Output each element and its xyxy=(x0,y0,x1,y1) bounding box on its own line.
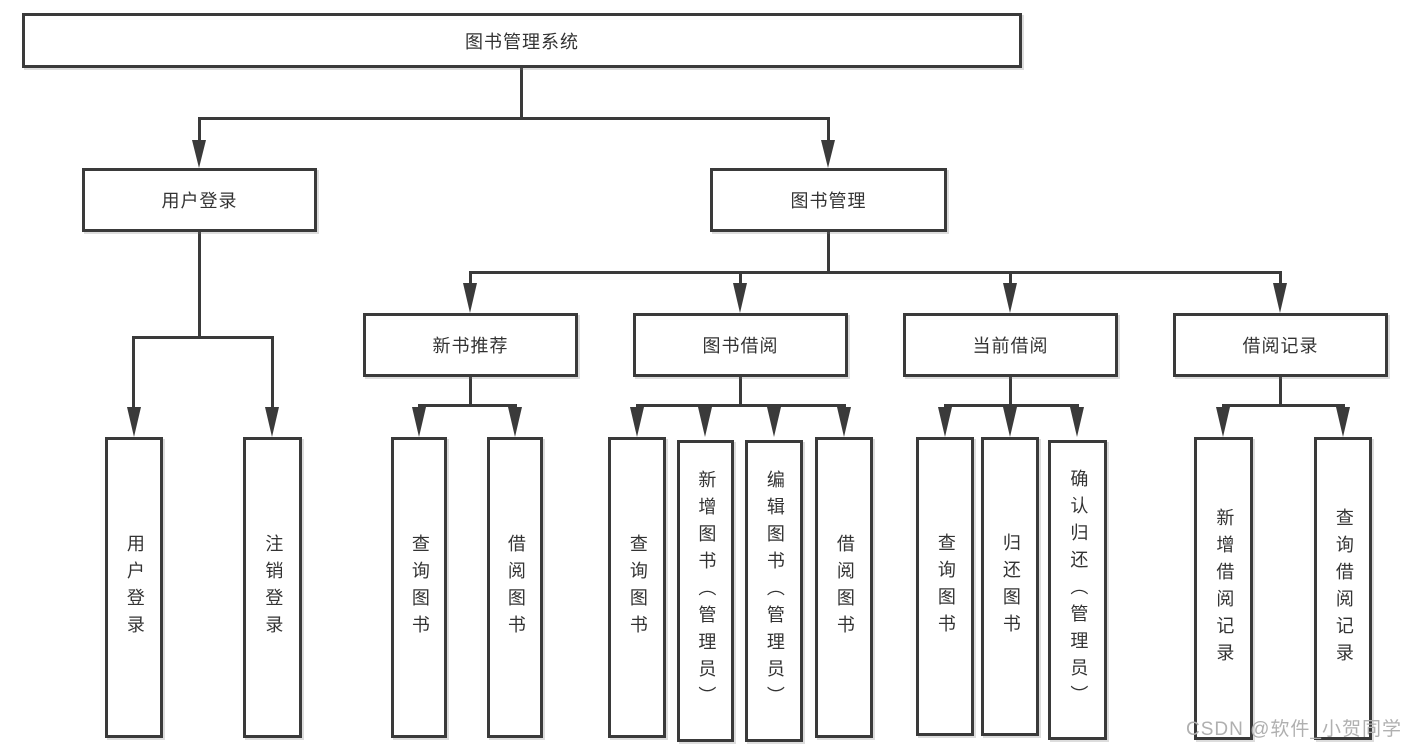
connector-vline xyxy=(469,271,472,283)
leaf-query-borrow-record: 查询借阅记录 xyxy=(1314,437,1372,740)
connector-vline xyxy=(739,271,742,283)
leaf-add-book-admin: 新增图书（管理员） xyxy=(677,440,734,742)
arrow-down xyxy=(630,407,644,437)
connector-vline xyxy=(271,336,274,407)
arrow-down xyxy=(508,407,522,437)
arrow-down xyxy=(698,407,712,437)
connector-vline xyxy=(1009,271,1012,283)
arrow-down xyxy=(938,407,952,437)
arrow-down xyxy=(821,140,835,168)
connector-hline xyxy=(418,404,517,407)
leaf-logout: 注销登录 xyxy=(243,437,302,738)
node-book-management: 图书管理 xyxy=(710,168,947,232)
connector-vline xyxy=(198,232,201,339)
leaf-query-books-current: 查询图书 xyxy=(916,437,974,736)
connector-hline xyxy=(1222,404,1344,407)
connector-vline xyxy=(1279,377,1282,407)
node-root: 图书管理系统 xyxy=(22,13,1022,68)
node-borrow-record: 借阅记录 xyxy=(1173,313,1388,377)
connector-vline xyxy=(198,117,201,140)
connector-vline xyxy=(827,117,830,140)
arrow-down xyxy=(837,407,851,437)
connector-vline xyxy=(1279,271,1282,283)
arrow-down xyxy=(1273,283,1287,313)
arrow-down xyxy=(412,407,426,437)
leaf-borrow-books: 借阅图书 xyxy=(815,437,873,738)
connector-hline xyxy=(469,271,1281,274)
connector-vline xyxy=(827,232,830,274)
arrow-down xyxy=(1336,407,1350,437)
arrow-down xyxy=(1070,407,1084,437)
leaf-return-book: 归还图书 xyxy=(981,437,1039,736)
connector-vline xyxy=(132,336,135,407)
arrow-down xyxy=(733,283,747,313)
leaf-edit-book-admin: 编辑图书（管理员） xyxy=(745,440,803,742)
leaf-query-books-borrow: 查询图书 xyxy=(608,437,666,738)
arrow-down xyxy=(127,407,141,437)
arrow-down xyxy=(463,283,477,313)
node-user-login: 用户登录 xyxy=(82,168,317,232)
leaf-add-borrow-record: 新增借阅记录 xyxy=(1194,437,1253,740)
arrow-down xyxy=(192,140,206,168)
arrow-down xyxy=(1216,407,1230,437)
arrow-down xyxy=(1003,283,1017,313)
arrow-down xyxy=(265,407,279,437)
node-new-book-recommend: 新书推荐 xyxy=(363,313,578,377)
connector-hline xyxy=(636,404,845,407)
leaf-borrow-books-recommend: 借阅图书 xyxy=(487,437,543,738)
node-book-borrow: 图书借阅 xyxy=(633,313,848,377)
arrow-down xyxy=(767,407,781,437)
leaf-user-login: 用户登录 xyxy=(105,437,163,738)
connector-vline xyxy=(1009,377,1012,407)
node-current-borrow: 当前借阅 xyxy=(903,313,1118,377)
connector-vline xyxy=(520,68,523,118)
connector-vline xyxy=(469,377,472,407)
watermark: CSDN @软件_小贺同学 xyxy=(1186,719,1402,740)
connector-hline xyxy=(132,336,274,339)
leaf-query-books-recommend: 查询图书 xyxy=(391,437,447,738)
connector-vline xyxy=(739,377,742,407)
arrow-down xyxy=(1003,407,1017,437)
connector-hline xyxy=(198,117,830,120)
leaf-confirm-return-admin: 确认归还（管理员） xyxy=(1048,440,1107,740)
